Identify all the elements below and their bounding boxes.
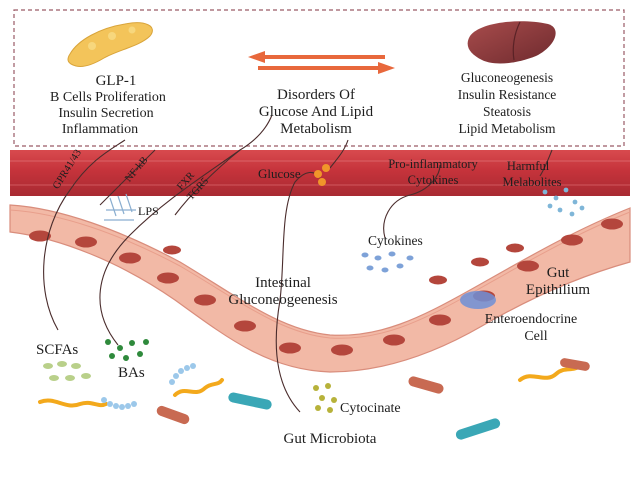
bas-icon: [105, 339, 149, 361]
enteroendocrine-cell-shape: [460, 291, 496, 309]
organ-panel-border: [13, 9, 625, 147]
proinflammatory-label: Pro-inflammatory: [388, 157, 478, 171]
glp1-label: GLP-1: [95, 73, 137, 89]
gut-label: Gut: [546, 265, 570, 281]
cytocinate-label: Cytocinate: [340, 401, 401, 416]
pancreas-effect-2: Insulin Secretion: [58, 106, 154, 121]
gut-cytokines-label: Cytokines: [368, 233, 423, 248]
lps-label: LPS: [138, 204, 159, 218]
gut-microbiota-label: Gut Microbiota: [283, 431, 377, 447]
intestinal-label: Intestinal: [255, 275, 311, 291]
gluconeogenesis-label: Gluconeogeenesis: [228, 292, 338, 308]
lps-icon: [104, 193, 136, 221]
glucose-molecules-icon: [314, 164, 330, 186]
pancreas-effect-3: Inflammation: [61, 122, 139, 137]
cell-label: Cell: [524, 329, 548, 344]
metabolites-label: Melabolites: [502, 175, 562, 189]
bidirectional-arrows-icon: [248, 51, 395, 74]
cytocinate-icon: [313, 383, 337, 413]
liver-effect-3: Steatosis: [482, 104, 532, 119]
enteroendocrine-label: Enteroendocrine: [484, 312, 578, 327]
scfas-icon: [43, 361, 91, 381]
liver-effect-1: Gluconeogenesis: [460, 70, 554, 85]
scfas-label: SCFAs: [36, 342, 79, 358]
center-line-3: Metabolism: [280, 121, 352, 137]
pancreas-effect-1: B Cells Proliferation: [50, 90, 166, 105]
pancreas-icon: [67, 22, 153, 67]
epithelium-label: Epithilium: [525, 282, 591, 298]
vessel-cytokines-label: Cytokines: [407, 173, 459, 187]
center-line-2: Glucose And Lipid: [258, 104, 374, 120]
connector-lines: [43, 114, 553, 413]
harmful-metabolites-icon: [542, 187, 585, 217]
liver-effect-2: Insulin Resistance: [457, 87, 557, 102]
gut-cytokines-icon: [361, 251, 414, 273]
liver-icon: [467, 21, 556, 64]
harmful-label: Harmful: [506, 159, 550, 173]
bas-label: BAs: [118, 365, 145, 381]
liver-effect-4: Lipid Metabolism: [458, 121, 556, 136]
cell-nuclei: [29, 218, 623, 356]
glucose-label: Glucose: [258, 166, 301, 181]
microbiota-bacteria-icon: [38, 358, 590, 440]
gut-epithelium-tissue: [9, 204, 631, 373]
center-line-1: Disorders Of: [277, 87, 355, 103]
